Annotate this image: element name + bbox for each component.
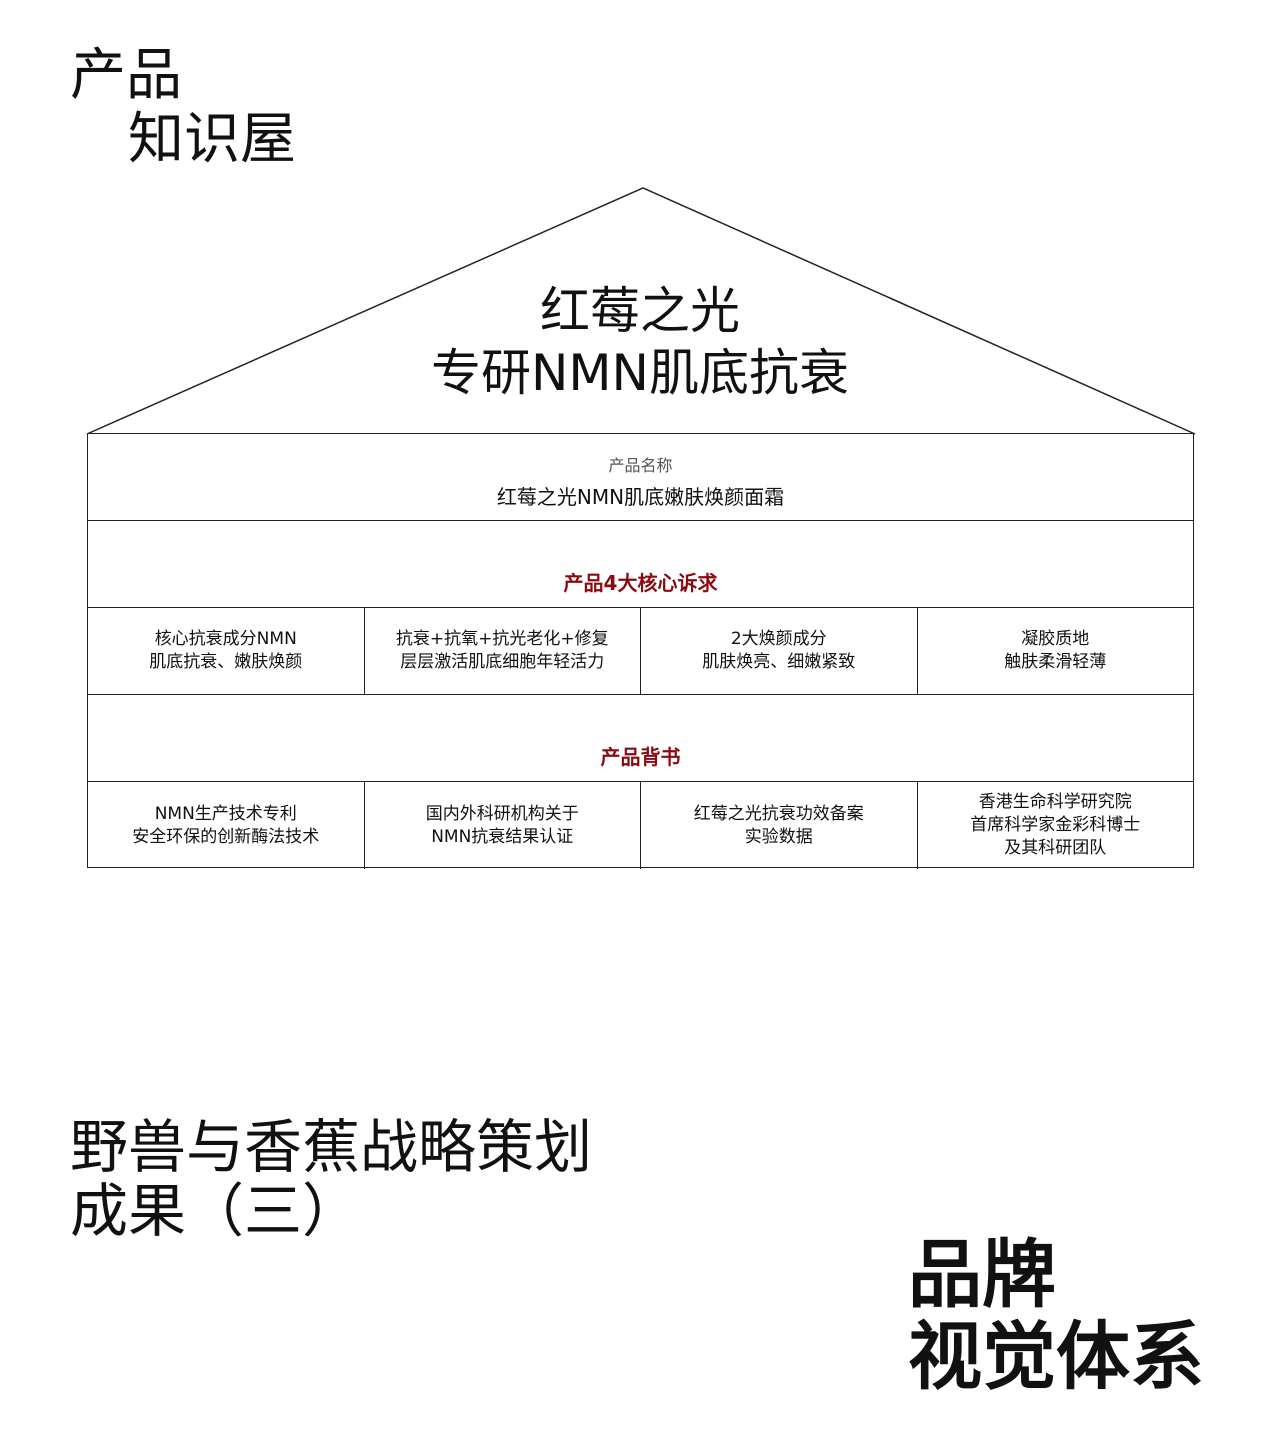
endorsement-line: 首席科学家金彩科博士 (970, 815, 1141, 835)
appeals-row: 核心抗衰成分NMN 肌底抗衰、嫩肤焕颜 抗衰+抗氧+抗光老化+修复 层层激活肌底… (88, 608, 1193, 695)
endorsement-cell: 香港生命科学研究院 首席科学家金彩科博士 及其科研团队 (918, 782, 1194, 869)
heading-visual-system: 视觉体系 (908, 1314, 1204, 1400)
endorsement-cell: 国内外科研机构关于 NMN抗衰结果认证 (365, 782, 641, 869)
product-name-row: 产品名称 红莓之光NMN肌底嫩肤焕颜面霜 (88, 434, 1193, 521)
endorsement-line: 安全环保的创新酶法技术 (132, 826, 320, 847)
appeal-cell: 凝胶质地 触肤柔滑轻薄 (918, 608, 1194, 694)
appeals-header-row: 产品4大核心诉求 (88, 521, 1193, 608)
heading-brand: 品牌 (908, 1232, 1056, 1318)
appeal-line: 2大焕颜成分 (730, 629, 827, 649)
endorsement-header-row: 产品背书 (88, 695, 1193, 782)
endorsement-cell: NMN生产技术专利 安全环保的创新酶法技术 (88, 782, 365, 869)
endorsement-cell: 红莓之光抗衰功效备案 实验数据 (641, 782, 918, 869)
heading-product: 产品 (70, 43, 182, 108)
endorsement-line: NMN抗衰结果认证 (431, 826, 574, 847)
appeal-cell: 核心抗衰成分NMN 肌底抗衰、嫩肤焕颜 (88, 608, 365, 694)
endorsement-line: 国内外科研机构关于 (425, 803, 579, 824)
appeals-title: 产品4大核心诉求 (563, 570, 718, 595)
endorsement-line: 及其科研团队 (1004, 838, 1107, 858)
endorsement-line: NMN生产技术专利 (154, 803, 297, 824)
appeal-line: 肌底抗衰、嫩肤焕颜 (149, 652, 303, 672)
endorsements-row: NMN生产技术专利 安全环保的创新酶法技术 国内外科研机构关于 NMN抗衰结果认… (88, 782, 1193, 869)
house-roof (86, 187, 1196, 435)
appeal-line: 层层激活肌底细胞年轻活力 (400, 652, 605, 672)
product-name-label: 产品名称 (608, 456, 673, 475)
roof-title-brand: 红莓之光 (540, 282, 740, 340)
house-body: 产品名称 红莓之光NMN肌底嫩肤焕颜面霜 产品4大核心诉求 核心抗衰成分NMN … (87, 433, 1194, 869)
heading-results: 成果（三） (70, 1177, 361, 1245)
product-name-value: 红莓之光NMN肌底嫩肤焕颜面霜 (496, 485, 785, 509)
roof-outline (86, 187, 1196, 435)
appeal-line: 肌肤焕亮、细嫩紧致 (702, 652, 856, 672)
endorsement-line: 红莓之光抗衰功效备案 (693, 803, 864, 824)
appeal-line: 核心抗衰成分NMN (154, 629, 297, 649)
appeal-cell: 抗衰+抗氧+抗光老化+修复 层层激活肌底细胞年轻活力 (365, 608, 641, 694)
appeal-line: 凝胶质地 (1021, 629, 1090, 649)
endorsement-title: 产品背书 (600, 744, 681, 769)
endorsement-line: 实验数据 (744, 826, 813, 847)
appeal-line: 抗衰+抗氧+抗光老化+修复 (395, 629, 609, 649)
heading-strategy: 野兽与香蕉战略策划 (70, 1113, 593, 1181)
roof-title-tagline: 专研NMN肌底抗衰 (431, 344, 849, 402)
appeal-cell: 2大焕颜成分 肌肤焕亮、细嫩紧致 (641, 608, 918, 694)
endorsement-line: 香港生命科学研究院 (978, 792, 1132, 812)
appeal-line: 触肤柔滑轻薄 (1004, 652, 1107, 672)
heading-knowledge-house: 知识屋 (128, 107, 296, 172)
